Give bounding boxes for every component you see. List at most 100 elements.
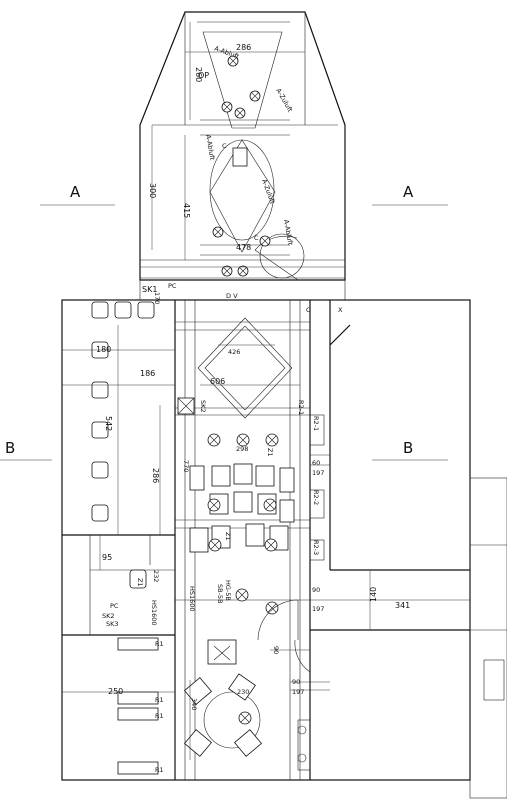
dimension-95: 95 xyxy=(102,553,112,562)
light-fixture-icon xyxy=(265,601,279,615)
dimension-230: 230 xyxy=(237,688,249,696)
dimension-606: 606 xyxy=(210,377,225,386)
upper-monitor xyxy=(232,147,248,167)
label-r2-2: R2-2 xyxy=(312,490,320,505)
section-markers xyxy=(0,204,448,461)
chair xyxy=(233,463,253,485)
text-labels: A A B B 286 260 OP 300 415 478 170 180 1… xyxy=(5,43,414,774)
light-fixture-icon xyxy=(236,433,250,447)
label-sk3: SK3 xyxy=(106,620,119,628)
light-fixture-icon xyxy=(264,538,278,552)
dimension-232: 232 xyxy=(152,570,160,582)
label-z1-b: Z1 xyxy=(224,532,232,541)
label-sk2: SK2 xyxy=(199,400,207,413)
label-c-3: C xyxy=(222,142,227,150)
section-label-a-left: A xyxy=(70,183,81,201)
light-fixture-icon xyxy=(208,538,222,552)
round-table xyxy=(203,691,261,749)
label-a-zuluft-1: A-Zuluft xyxy=(274,87,294,114)
dimension-197-b: 197 xyxy=(312,605,324,613)
label-r1-c: R1 xyxy=(155,712,164,720)
light-fixture-icon xyxy=(235,588,249,602)
dimension-770: 770 xyxy=(182,460,190,472)
dimension-180: 180 xyxy=(96,345,111,354)
light-fixture-icon xyxy=(227,55,239,67)
dimension-478: 478 xyxy=(236,243,251,252)
label-dv: D V xyxy=(226,292,238,300)
light-fixture-icon xyxy=(221,265,233,277)
light-fixture-icon xyxy=(212,226,224,238)
light-fixture-icon xyxy=(263,498,277,512)
chair xyxy=(211,465,231,487)
light-fixture-icon xyxy=(259,235,271,247)
auditorium-seating xyxy=(189,433,295,725)
dimension-top-height: 260 xyxy=(194,67,203,82)
dimension-170: 170 xyxy=(153,292,161,304)
lozenge-outline xyxy=(209,139,276,253)
light-fixture-icon xyxy=(221,101,233,113)
chair xyxy=(189,465,205,491)
label-a-abluft-3: A-Abluft xyxy=(282,219,294,246)
dimension-top-width: 286 xyxy=(236,43,251,52)
label-hs1600-a: HS1600 xyxy=(150,600,158,626)
dimension-300: 300 xyxy=(148,183,157,198)
dimension-90-a: 90 xyxy=(312,586,320,594)
light-fixture-icon xyxy=(249,90,261,102)
section-label-b-right: B xyxy=(403,439,413,457)
ceiling-grid xyxy=(175,300,310,780)
label-hg-5b: HG-5B xyxy=(224,580,232,601)
dimension-lines xyxy=(62,22,470,760)
dimension-186: 186 xyxy=(140,369,155,378)
upper-trapezoid-outline xyxy=(202,31,283,129)
chair xyxy=(183,729,213,757)
dimension-90-c: 90 xyxy=(292,678,300,686)
dimension-542: 542 xyxy=(104,416,113,431)
label-sk2-bottom: SK2 xyxy=(102,612,115,620)
dimension-286: 286 xyxy=(151,468,160,483)
dimension-415: 415 xyxy=(182,203,191,218)
dimension-298: 298 xyxy=(236,445,248,453)
meeting-area xyxy=(183,599,311,757)
dimension-60: 60 xyxy=(312,459,320,467)
section-label-a-right: A xyxy=(403,183,414,201)
label-r2-1-b: R2-1 xyxy=(297,400,305,415)
dimension-197-a: 197 xyxy=(312,469,324,477)
label-sk1: SK1 xyxy=(142,285,157,294)
upper-structure xyxy=(139,11,346,281)
chair xyxy=(233,491,253,513)
left-workstations xyxy=(91,301,159,775)
chair xyxy=(233,729,263,757)
op-label: OP xyxy=(198,71,209,80)
dimension-340: 340 xyxy=(190,698,198,710)
chair xyxy=(228,673,256,701)
light-fixture-icon xyxy=(237,265,249,277)
chair xyxy=(255,465,275,487)
label-c-1: C xyxy=(306,306,311,314)
light-fixture-icon xyxy=(207,498,221,512)
label-r1-d: R1 xyxy=(155,766,164,774)
ceiling-diamond xyxy=(197,317,293,419)
chair xyxy=(183,677,213,705)
label-z1-c: Z1 xyxy=(136,578,144,587)
label-c-2: C xyxy=(254,234,259,242)
chair xyxy=(279,499,295,523)
label-pc-top: PC xyxy=(168,282,177,290)
chair xyxy=(279,467,295,493)
chair xyxy=(189,527,209,553)
label-r1-a: R1 xyxy=(155,640,164,648)
door-swing-arc xyxy=(259,233,305,279)
section-label-b-left: B xyxy=(5,439,15,457)
label-pc-bottom: PC xyxy=(110,602,119,610)
light-fixture-icon xyxy=(238,711,252,725)
upper-lights xyxy=(212,55,271,277)
light-fixture-icon xyxy=(207,433,221,447)
light-fixture-icon xyxy=(265,433,279,447)
label-r2-1: R2-1 xyxy=(312,416,320,431)
light-fixture-icon xyxy=(234,107,246,119)
label-a-abluft-2: A-Abluft xyxy=(204,134,216,161)
right-partitions xyxy=(297,414,325,771)
dimension-140: 140 xyxy=(369,587,378,602)
chair xyxy=(245,523,265,547)
desk xyxy=(207,639,237,665)
